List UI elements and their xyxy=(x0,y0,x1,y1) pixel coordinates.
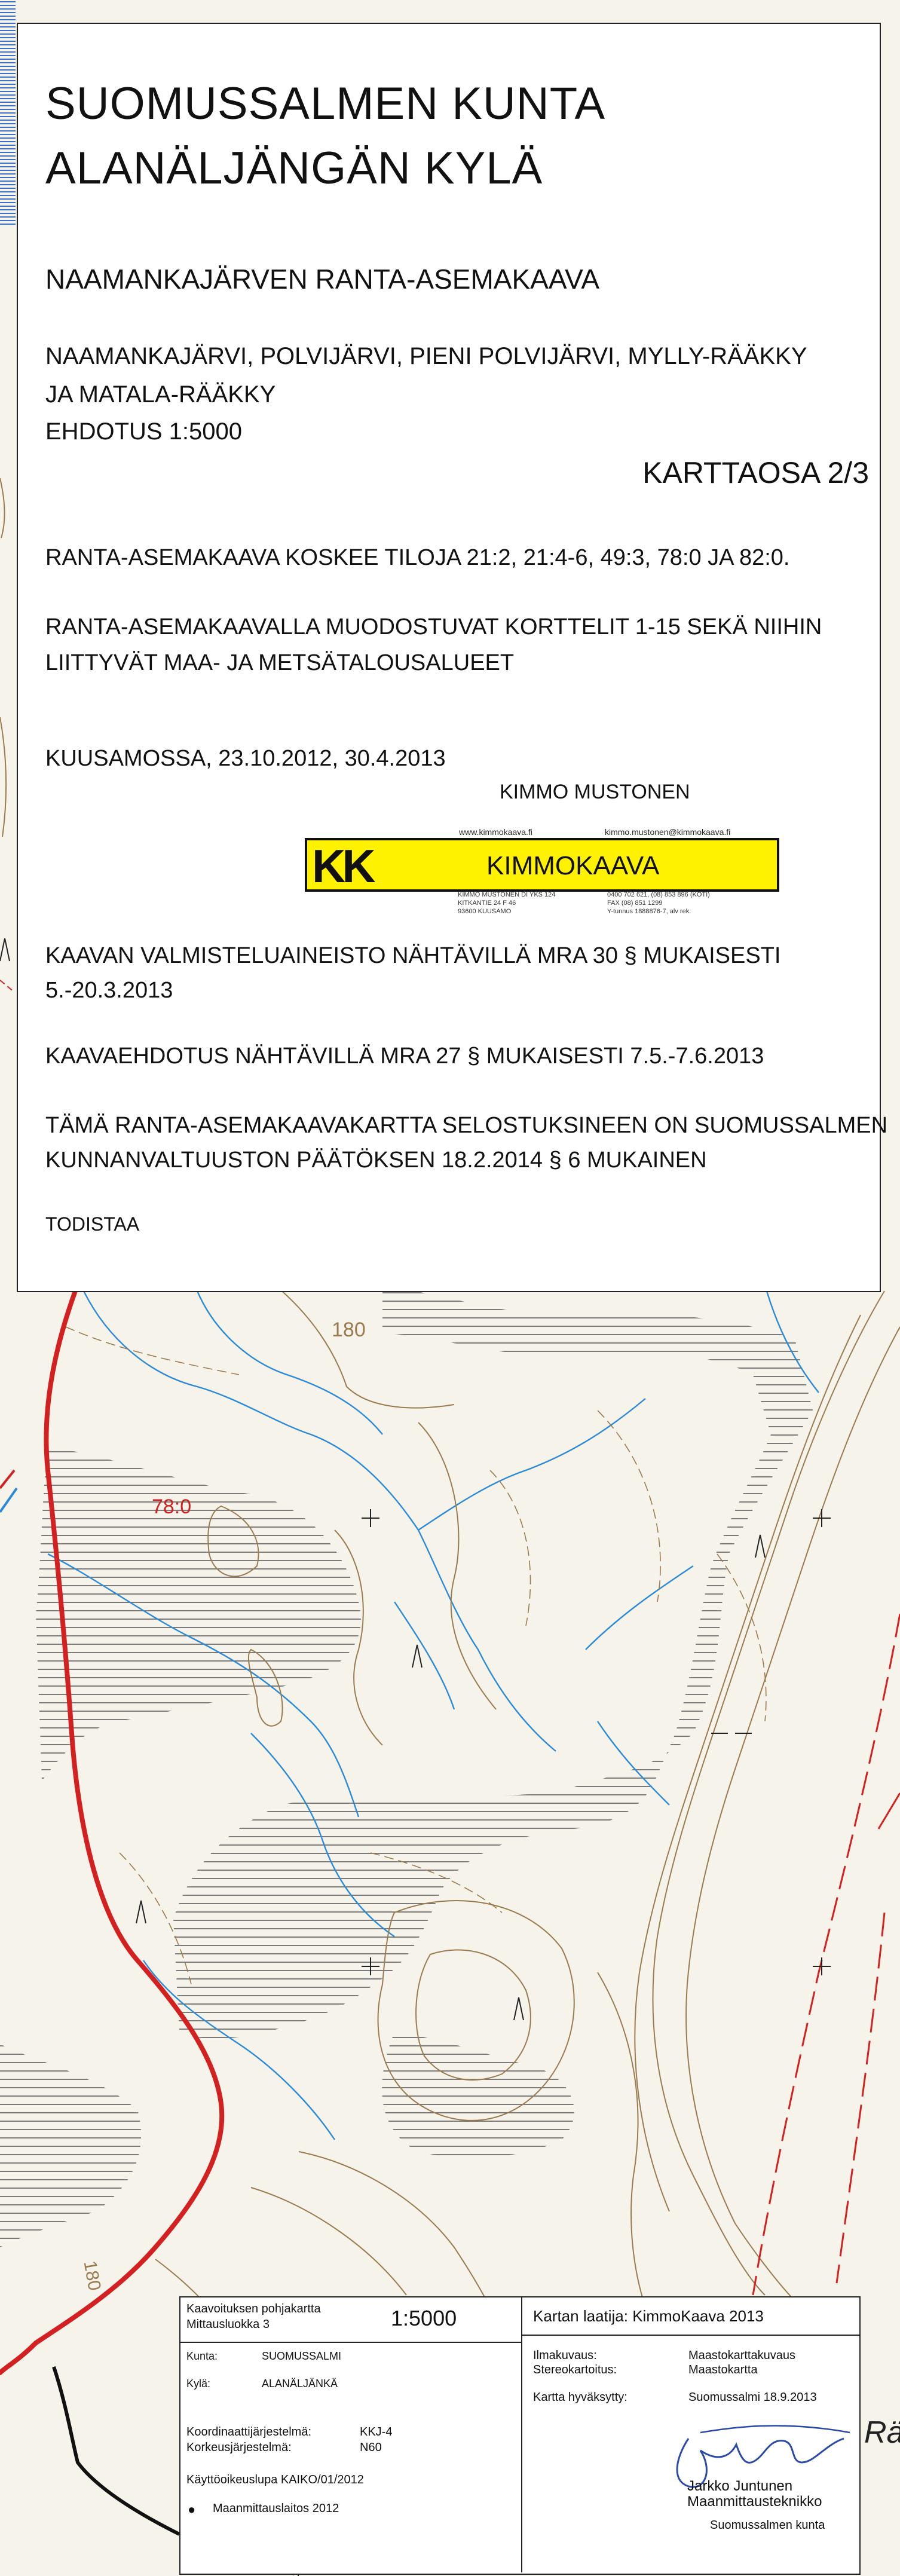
contour-lines xyxy=(155,1284,900,2320)
lakes-line-2: JA MATALA-RÄÄKKY xyxy=(45,381,276,408)
place-date: KUUSAMOSSA, 23.10.2012, 30.4.2013 xyxy=(45,746,446,771)
aerial-label: Ilmakuvaus: xyxy=(533,2349,597,2362)
logo-mark: KK xyxy=(312,840,376,892)
parcel-label: 78:0 xyxy=(152,1495,192,1518)
kyla-value: ALANÄLJÄNKÄ xyxy=(262,2378,338,2390)
proposal-display: KAAVAEHDOTUS NÄHTÄVILLÄ MRA 27 § MUKAISE… xyxy=(45,1044,764,1069)
kunta-value: SUOMUSSALMI xyxy=(262,2350,342,2362)
logo-email: kimmo.mustonen@kimmokaava.fi xyxy=(605,827,731,837)
village-title: ALANÄLJÄNGÄN KYLÄ xyxy=(45,143,543,194)
kunta-label: Kunta: xyxy=(186,2350,218,2362)
certify-text: TODISTAA xyxy=(45,1213,140,1235)
logo-contact-1: KIMMO MUSTONEN DI YKS 124 KITKANTIE 24 F… xyxy=(458,891,556,915)
preparation-line-1: KAAVAN VALMISTELUAINEISTO NÄHTÄVILLÄ MRA… xyxy=(45,943,781,968)
blocks-line-2: LIITTYVÄT MAA- JA METSÄTALOUSALUEET xyxy=(45,650,515,675)
contour-label-180: 180 xyxy=(332,1318,366,1341)
approved-value: Suomussalmi 18.9.2013 xyxy=(688,2391,817,2404)
map-compiler: Kartan laatija: KimmoKaava 2013 xyxy=(533,2307,764,2325)
signer-name: Jarkko Juntunen xyxy=(687,2478,793,2494)
map-part: KARTTAOSA 2/3 xyxy=(642,456,869,489)
basemap-line-2: Mittausluokka 3 xyxy=(186,2318,270,2331)
signature xyxy=(676,2425,850,2488)
approved-label: Kartta hyväksytty: xyxy=(533,2391,627,2404)
copyright: Maanmittauslaitos 2012 xyxy=(213,2502,339,2515)
logo-contact-2: 0400 702 621, (08) 853 896 (KOTI) FAX (0… xyxy=(607,891,710,915)
license: Käyttöoikeuslupa KAIKO/01/2012 xyxy=(186,2473,364,2486)
title-sheet xyxy=(17,23,881,1292)
lake-area-left xyxy=(0,0,16,227)
copyright-symbol: ● xyxy=(188,2502,196,2517)
approval-line-1: TÄMÄ RANTA-ASEMAKAAVAKARTTA SELOSTUKSINE… xyxy=(45,1113,888,1138)
approval-line-2: KUNNANVALTUUSTON PÄÄTÖKSEN 18.2.2014 § 6… xyxy=(45,1148,707,1173)
company-logo: KK KIMMOKAAVA xyxy=(305,838,779,892)
logo-company-name: KIMMOKAAVA xyxy=(486,851,660,880)
streams xyxy=(47,1284,819,2140)
map-symbols xyxy=(0,938,831,2021)
signer-title: Maanmittausteknikko xyxy=(687,2494,822,2510)
municipality-title: SUOMUSSALMEN KUNTA xyxy=(45,78,606,129)
basemap-line-1: Kaavoituksen pohjakartta xyxy=(186,2302,321,2315)
lakes-line-1: NAAMANKAJÄRVI, POLVIJÄRVI, PIENI POLVIJÄ… xyxy=(45,343,807,369)
signer-org: Suomussalmen kunta xyxy=(710,2519,825,2532)
kyla-label: Kylä: xyxy=(186,2378,211,2390)
author-name: KIMMO MUSTONEN xyxy=(500,781,690,803)
stereo-value: Maastokartta xyxy=(688,2363,758,2376)
height-label: Korkeusjärjestelmä: xyxy=(186,2441,292,2454)
aerial-value: Maastokarttakuvaus xyxy=(688,2349,795,2362)
wetland-hatching xyxy=(0,1285,813,2247)
coord-label: Koordinaattijärjestelmä: xyxy=(186,2425,311,2439)
preparation-line-2: 5.-20.3.2013 xyxy=(45,978,173,1003)
concerns-text: RANTA-ASEMAKAAVA KOSKEE TILOJA 21:2, 21:… xyxy=(45,545,790,570)
proposal-scale: EHDOTUS 1:5000 xyxy=(45,418,243,445)
title-block: Kaavoituksen pohjakartta Mittausluokka 3… xyxy=(179,2296,861,2575)
coord-value: KKJ-4 xyxy=(360,2425,393,2439)
place-name-fragment: Rä xyxy=(864,2415,900,2450)
blocks-line-1: RANTA-ASEMAKAAVALLA MUODOSTUVAT KORTTELI… xyxy=(45,614,822,640)
road-main xyxy=(0,1289,225,2375)
stereo-label: Stereokartoitus: xyxy=(533,2363,617,2376)
logo-website: www.kimmokaava.fi xyxy=(459,827,532,837)
plan-name: NAAMANKAJÄRVEN RANTA-ASEMAKAAVA xyxy=(45,264,600,295)
scale: 1:5000 xyxy=(391,2306,457,2330)
height-value: N60 xyxy=(360,2441,382,2454)
property-boundaries xyxy=(752,1613,900,2296)
